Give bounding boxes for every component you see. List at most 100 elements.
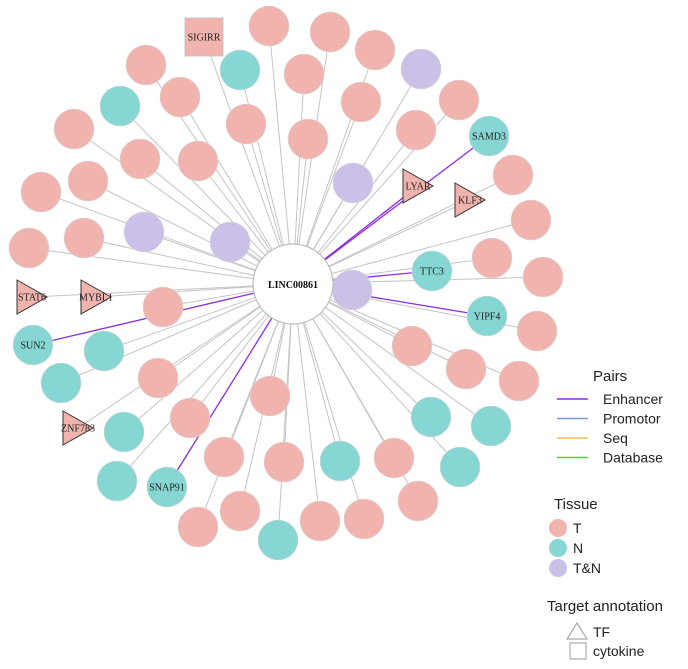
- target-node[interactable]: [20, 171, 62, 213]
- edge: [179, 96, 273, 251]
- target-node-ttc3[interactable]: TTC3: [411, 250, 453, 292]
- target-label: KLF3: [458, 196, 482, 207]
- target-node[interactable]: [319, 440, 361, 482]
- target-node-sun2[interactable]: SUN2: [12, 324, 54, 366]
- target-node-samd3[interactable]: SAMD3: [468, 115, 510, 157]
- target-node[interactable]: [299, 500, 341, 542]
- target-circle: [411, 250, 453, 292]
- legend-tissue-swatch: [549, 559, 567, 577]
- target-node-yipf4[interactable]: YIPF4: [466, 295, 508, 337]
- target-node[interactable]: [340, 81, 382, 123]
- target-node[interactable]: [159, 76, 201, 118]
- center-node[interactable]: LINC00861: [252, 243, 334, 325]
- edge: [331, 219, 532, 275]
- target-node[interactable]: [63, 217, 105, 259]
- target-node[interactable]: [492, 154, 534, 196]
- edge: [116, 313, 267, 482]
- target-node-snap91[interactable]: SNAP91: [146, 466, 188, 508]
- edge: [306, 101, 362, 247]
- target-node-znf783[interactable]: ZNF783: [61, 410, 95, 446]
- target-node[interactable]: [263, 441, 305, 483]
- edge: [268, 25, 290, 245]
- target-node[interactable]: [40, 362, 82, 404]
- target-node[interactable]: [354, 29, 396, 71]
- legend-annotation-label: cytokine: [593, 643, 645, 659]
- target-label: MYBL1: [79, 293, 113, 304]
- target-node[interactable]: [257, 519, 299, 561]
- edge: [321, 311, 432, 418]
- target-node[interactable]: [510, 199, 552, 241]
- target-node[interactable]: [67, 160, 109, 202]
- tf-triangle: [80, 279, 113, 315]
- target-node[interactable]: [309, 11, 351, 53]
- target-node[interactable]: [225, 103, 267, 145]
- target-label: ZNF783: [61, 424, 95, 435]
- target-node[interactable]: [142, 286, 184, 328]
- target-node[interactable]: [522, 256, 564, 298]
- edge: [28, 247, 254, 280]
- target-node[interactable]: [391, 325, 433, 367]
- target-circle: [466, 295, 508, 337]
- target-node[interactable]: [177, 506, 219, 548]
- edge: [302, 322, 341, 462]
- target-node-stat6[interactable]: STAT6: [16, 279, 49, 315]
- target-node[interactable]: [177, 140, 219, 182]
- target-node[interactable]: [332, 162, 374, 204]
- target-node[interactable]: [248, 5, 290, 47]
- edge: [319, 313, 461, 468]
- target-node[interactable]: [96, 460, 138, 502]
- edge: [157, 306, 261, 379]
- edge: [239, 322, 285, 512]
- target-node[interactable]: [439, 446, 481, 488]
- target-node[interactable]: [99, 85, 141, 127]
- target-node[interactable]: [169, 397, 211, 439]
- target-node[interactable]: [400, 48, 442, 90]
- target-node[interactable]: [219, 490, 261, 532]
- target-node[interactable]: [438, 79, 480, 121]
- target-label: SNAP91: [149, 483, 185, 494]
- target-node[interactable]: [123, 211, 165, 253]
- edge: [328, 199, 471, 268]
- edge-enhancer: [324, 185, 419, 260]
- target-node-lyar[interactable]: LYAR: [402, 168, 435, 204]
- legend-pair-label: Promotor: [603, 411, 661, 427]
- target-node[interactable]: [397, 480, 439, 522]
- center-node-circle: [252, 243, 334, 325]
- target-node[interactable]: [471, 237, 513, 279]
- target-node[interactable]: [470, 405, 512, 447]
- target-node[interactable]: [203, 436, 245, 478]
- target-node[interactable]: [331, 269, 373, 311]
- target-label: SUN2: [20, 341, 45, 352]
- target-node[interactable]: [209, 221, 251, 263]
- target-node[interactable]: [83, 330, 125, 372]
- target-node[interactable]: [343, 498, 385, 540]
- legend-annotation-label: TF: [593, 624, 610, 640]
- target-node-sigirr[interactable]: SIGIRR: [184, 17, 224, 57]
- target-node[interactable]: [219, 49, 261, 91]
- target-node[interactable]: [410, 396, 452, 438]
- target-node[interactable]: [119, 138, 161, 180]
- target-node[interactable]: [395, 109, 437, 151]
- target-node-mybl1[interactable]: MYBL1: [79, 279, 113, 315]
- edge: [103, 296, 256, 352]
- target-node[interactable]: [498, 360, 540, 402]
- target-node[interactable]: [53, 108, 95, 150]
- target-node[interactable]: [103, 411, 145, 453]
- target-node[interactable]: [125, 44, 167, 86]
- edge: [189, 315, 270, 419]
- target-node[interactable]: [287, 118, 329, 160]
- target-node[interactable]: [516, 310, 558, 352]
- target-node[interactable]: [249, 375, 291, 417]
- legend-tf-triangle: [565, 621, 589, 640]
- legend-pairs-title: Pairs: [593, 368, 627, 385]
- target-node[interactable]: [137, 357, 179, 399]
- target-node[interactable]: [283, 53, 325, 95]
- target-node[interactable]: [445, 348, 487, 390]
- target-node-klf3[interactable]: KLF3: [454, 182, 487, 218]
- target-node[interactable]: [373, 437, 415, 479]
- target-node[interactable]: [8, 227, 50, 269]
